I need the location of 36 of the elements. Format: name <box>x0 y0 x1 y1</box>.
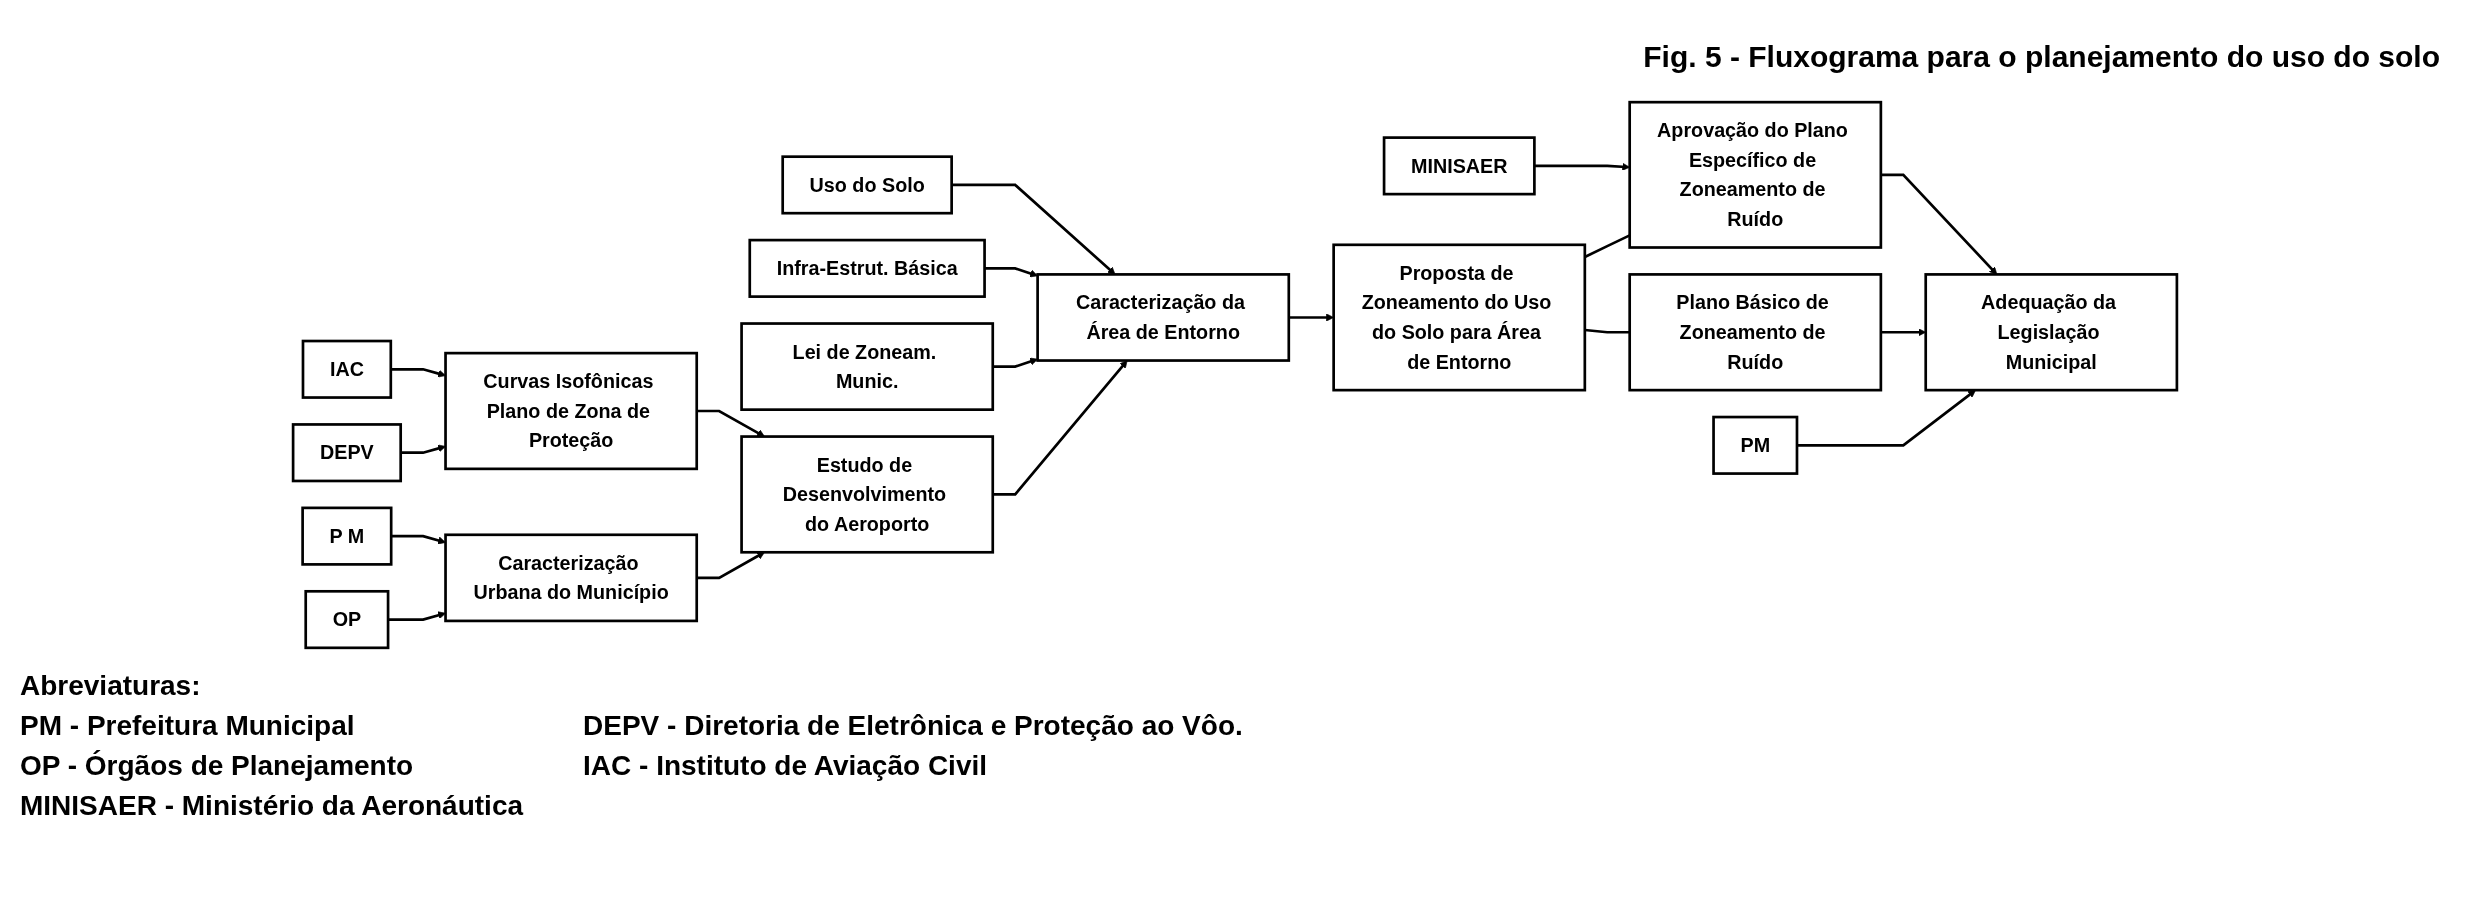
connector <box>1584 328 1630 334</box>
arrow <box>400 444 446 455</box>
arrow <box>1880 173 1998 275</box>
arrow <box>992 360 1128 496</box>
arrow <box>388 611 446 621</box>
node-box: Caracterização Urbana do Município <box>444 533 699 623</box>
node-box: Aprovação do Plano Específico de Zoneamento de Ruído <box>1628 100 1883 249</box>
figure-title: Fig. 5 - Fluxograma para o planejamento do uso do solo <box>1643 40 2440 74</box>
abbreviation-entry: PM - Prefeitura Municipal <box>20 710 356 742</box>
arrow <box>992 357 1038 368</box>
node-box: Plano Básico de Zoneamento de Ruído <box>1628 273 1883 392</box>
arrow <box>391 534 446 545</box>
abbreviations-heading: Abreviaturas: <box>20 670 202 702</box>
node-box: Infra-Estrut. Básica <box>748 238 986 298</box>
arrow <box>951 183 1116 275</box>
node-box: OP <box>304 589 390 650</box>
node-box: Adequação da Legislação Municipal <box>1924 273 2179 392</box>
abbreviation-entry: OP - Órgãos de Planejamento <box>20 750 415 782</box>
arrow <box>1288 313 1334 322</box>
node-box: Uso do Solo <box>781 155 953 215</box>
node-box: MINISAER <box>1382 136 1536 196</box>
node-box: Caracterização da Área de Entorno <box>1036 273 1291 362</box>
node-box: PM <box>1712 415 1799 475</box>
abbreviation-entry: DEPV - Diretoria de Eletrônica e Proteção ao Vôo. <box>583 710 1243 742</box>
node-box: Proposta de Zoneamento do Uso do Solo para Área de Entorno <box>1332 243 1587 392</box>
node-box: Estudo de Desenvolvimento do Aeroporto <box>740 435 995 554</box>
node-box: Curvas Isofônicas Plano de Zona de Proteção <box>444 351 699 471</box>
node-box: P M <box>301 506 393 566</box>
arrow <box>696 409 765 437</box>
abbreviation-entry: IAC - Instituto de Aviação Civil <box>583 750 988 782</box>
node-box: IAC <box>301 339 393 399</box>
arrow <box>390 367 446 378</box>
node-box: Lei de Zoneam. Munic. <box>740 322 995 411</box>
arrow <box>984 267 1038 278</box>
abbreviation-entry: MINISAER - Ministério da Aeronáutica <box>20 790 524 822</box>
node-box: DEPV <box>291 423 403 483</box>
